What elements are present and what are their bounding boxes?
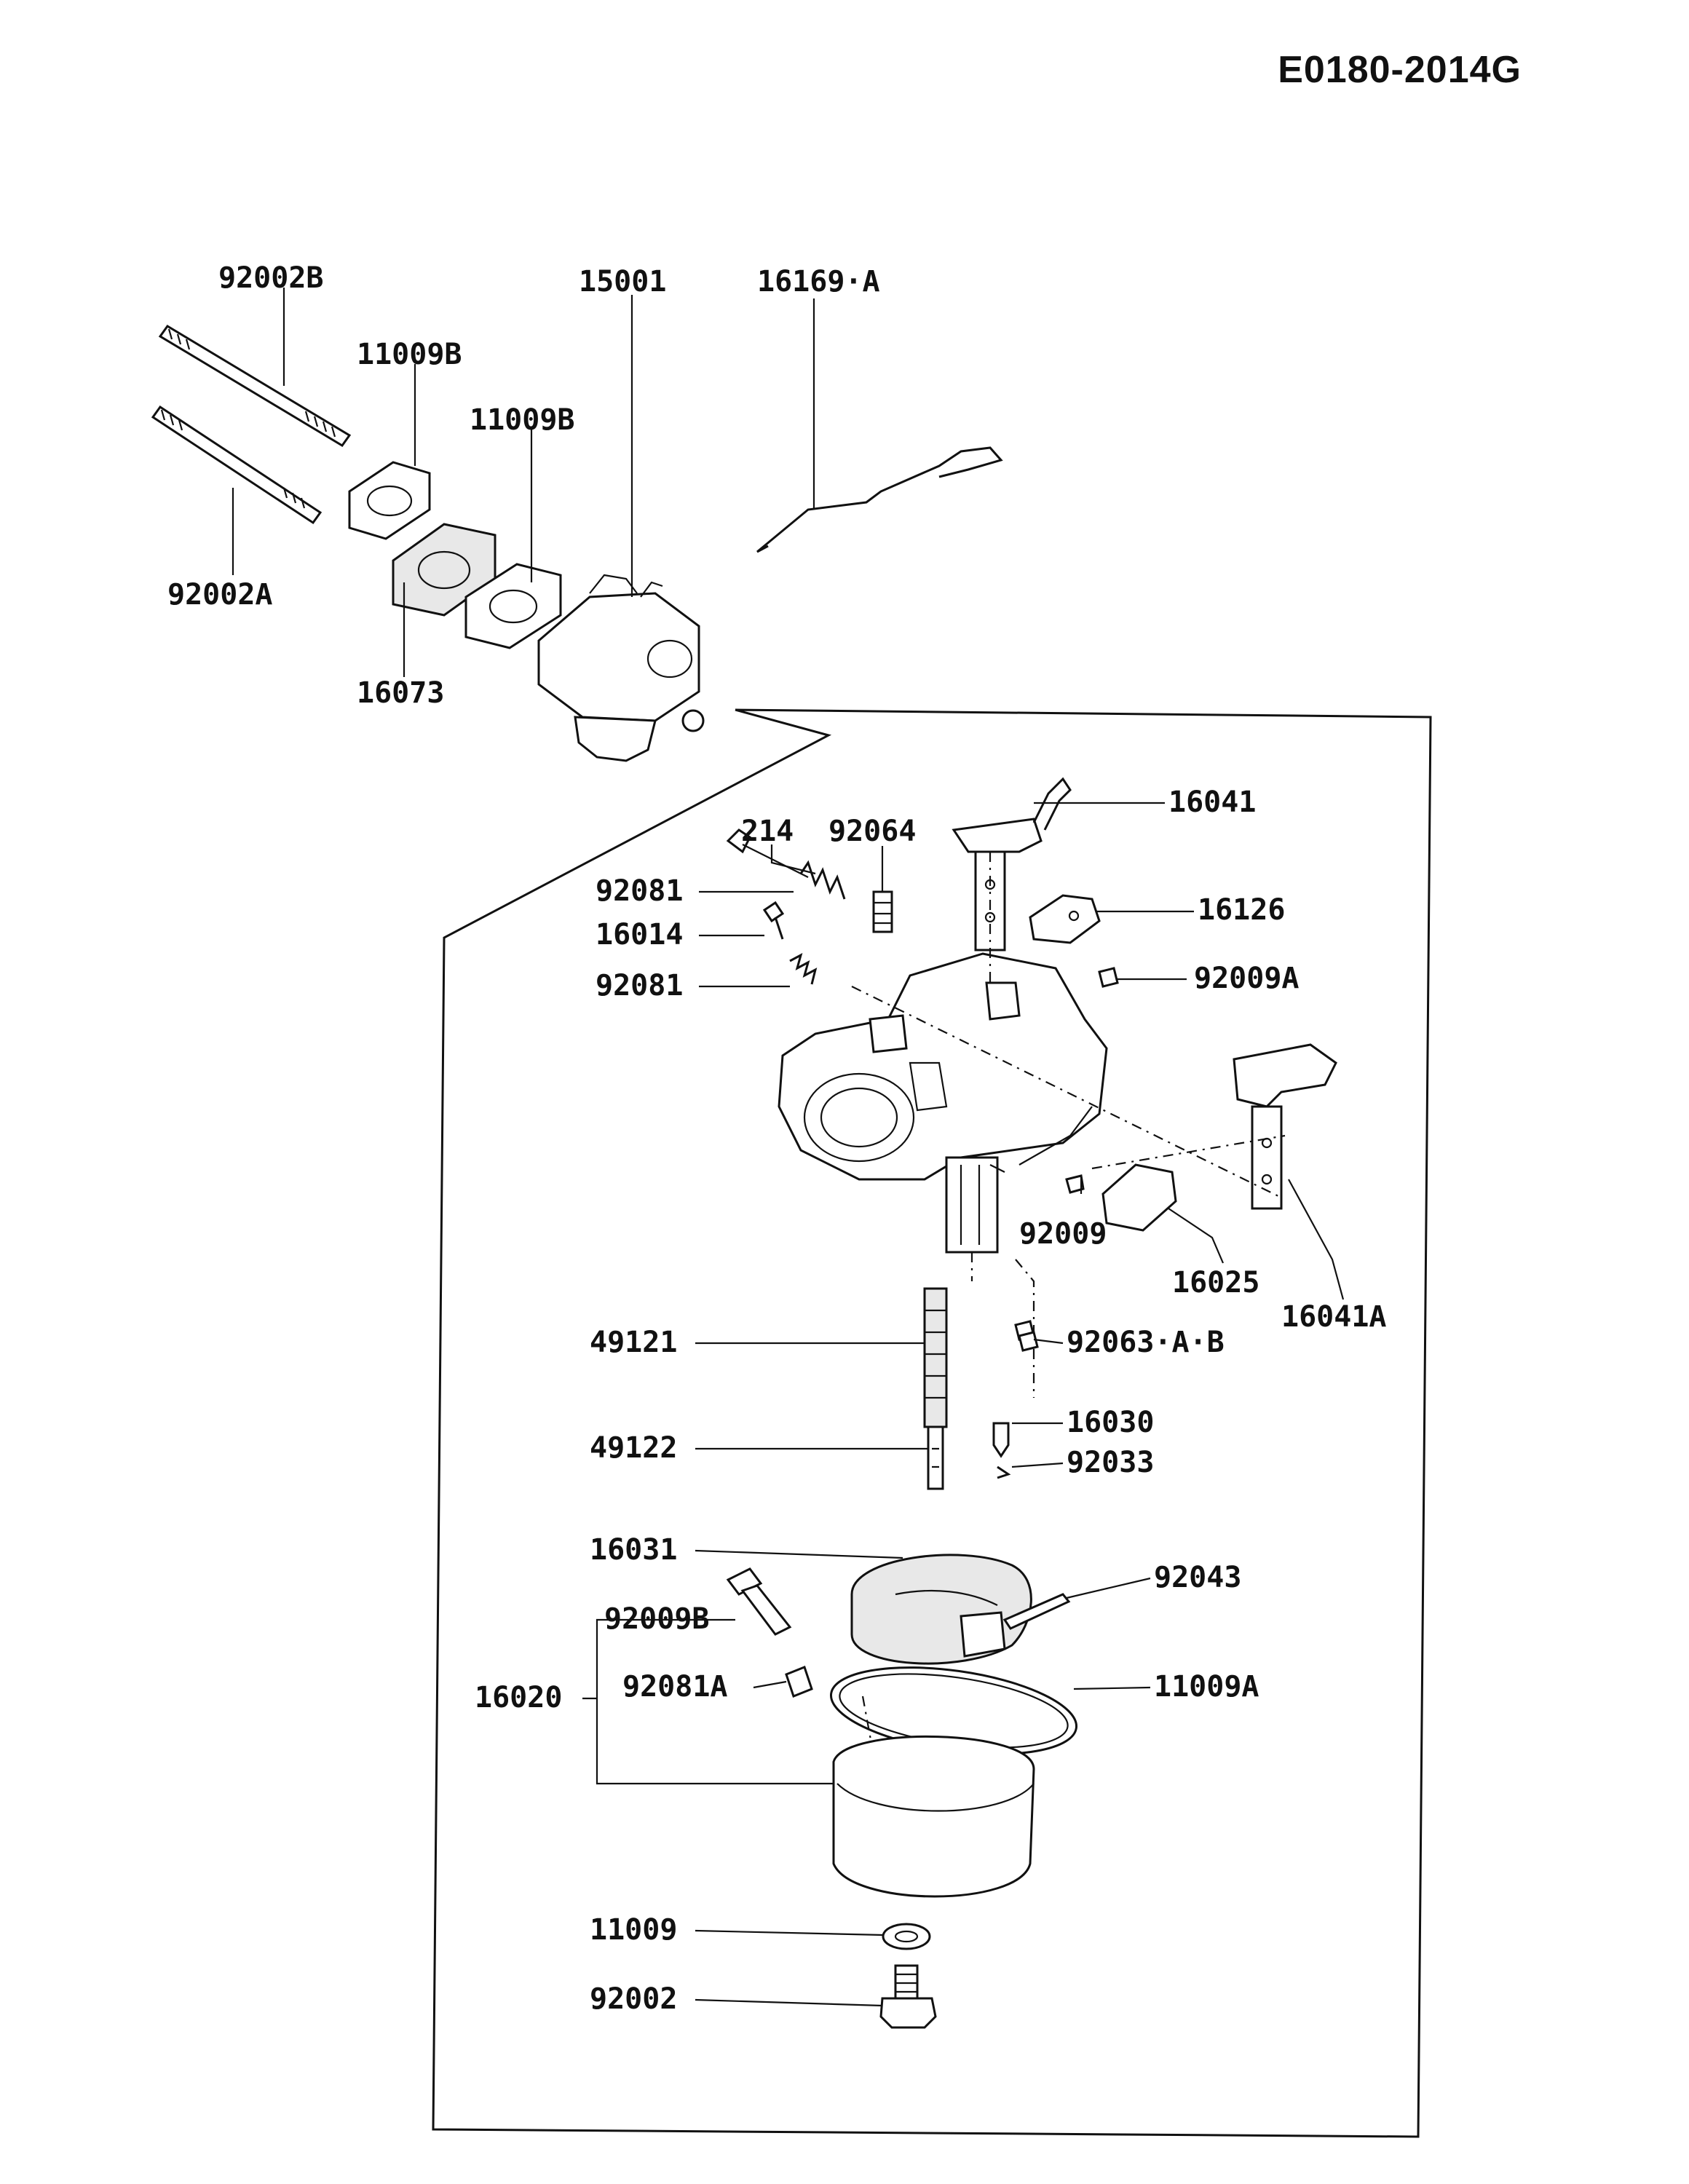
label-49121: 49121 [590,1326,677,1359]
label-214: 214 [741,815,794,848]
label-92081A: 92081A [622,1670,728,1704]
throttle-valve-16126 [1029,894,1101,944]
label-92002A: 92002A [167,578,273,612]
label-11009B-lower: 11009B [470,403,575,437]
document-id: E0180-2014G [1278,49,1522,91]
tube-49121 [923,1287,948,1428]
throttle-lever-16041 [952,777,1072,951]
gasket-11009B-upper [348,461,431,540]
gasket-11009B-lower [464,563,562,649]
label-16041A: 16041A [1281,1300,1387,1334]
label-16030: 16030 [1067,1406,1154,1439]
bolt-92009B [726,1567,792,1636]
float-bowl-16020 [832,1735,1035,1898]
screw-92063AB [1014,1320,1039,1352]
label-11009A: 11009A [1154,1670,1259,1704]
screw-92009A [1098,967,1119,988]
label-16020: 16020 [475,1681,562,1714]
alignment-line-5 [1015,1259,1035,1398]
carburetor-body-15001 [778,952,1108,1254]
clip-92033 [997,1465,1011,1479]
label-92009A: 92009A [1194,962,1300,995]
label-16031: 16031 [590,1533,677,1567]
label-11009: 11009 [590,1913,677,1947]
label-16169A: 16169·A [757,265,880,298]
screw-214 [726,828,809,878]
label-92009B: 92009B [604,1602,710,1636]
label-92081-upper: 92081 [596,874,683,908]
spring-92081-lower [789,953,818,985]
label-15001: 15001 [579,265,666,298]
needle-16030 [992,1422,1010,1458]
label-92002B: 92002B [218,261,324,295]
pin-92043 [1002,1593,1071,1630]
label-92009: 92009 [1019,1217,1107,1251]
label-16041: 16041 [1168,786,1256,819]
label-92081-lower: 92081 [596,969,683,1002]
label-92063AB: 92063·A·B [1067,1326,1225,1359]
label-16073: 16073 [357,676,444,710]
screw-16014 [762,901,785,940]
label-92033: 92033 [1067,1446,1154,1479]
leader-lines [232,288,1345,2007]
alignment-line-1 [851,986,1282,1198]
label-11009B-upper: 11009B [357,338,462,371]
carburetor-15001-small [537,574,705,762]
choke-lever-16041A [1233,1043,1337,1210]
label-16014: 16014 [596,918,683,951]
jet-49122 [927,1425,944,1490]
label-16025: 16025 [1172,1266,1259,1299]
rod-16169A [756,446,1003,553]
jet-92064 [872,890,893,933]
alignment-line-2 [1091,1134,1286,1170]
label-49122: 49122 [590,1431,677,1465]
stud-92002A [151,405,323,525]
choke-valve-16025 [1101,1163,1177,1232]
label-16126: 16126 [1198,893,1285,927]
detail-frame [432,708,1432,2138]
screw-92009 [1065,1174,1085,1194]
label-92043: 92043 [1154,1561,1241,1594]
stud-92002B [158,325,352,447]
washer-11009 [882,1923,931,1950]
drain-bolt-92002 [879,1964,937,2029]
spring-92081-upper [799,860,846,900]
label-92064: 92064 [828,815,916,848]
washer-92081A [785,1666,813,1698]
label-92002: 92002 [590,1982,677,2016]
float-16031 [850,1554,1032,1665]
